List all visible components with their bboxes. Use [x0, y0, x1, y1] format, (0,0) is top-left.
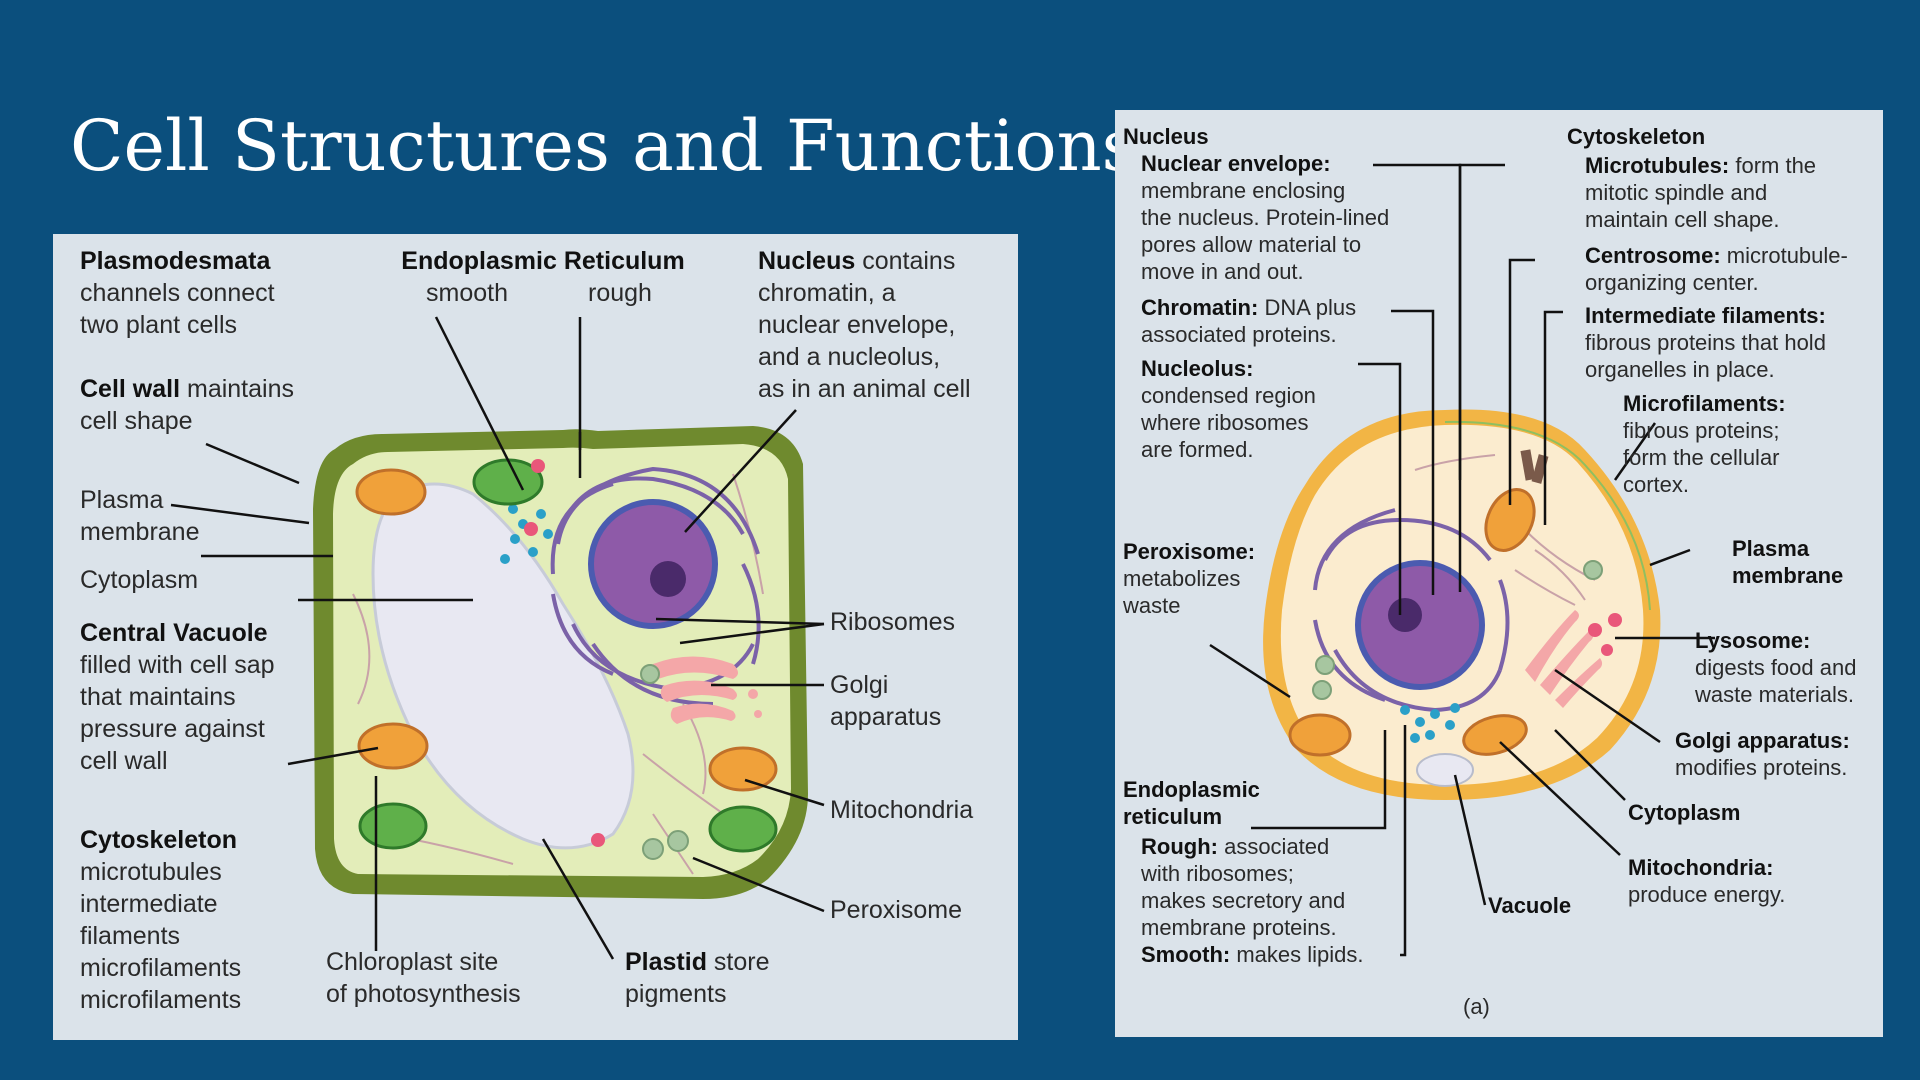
- er-label: Endoplasmic Reticulum: [401, 247, 685, 275]
- plant-peroxisome-label: Peroxisome: [830, 896, 962, 924]
- animal-nucleolus: [1388, 598, 1422, 632]
- chloroplast-label: Chloroplast site of photosynthesis: [326, 948, 521, 1008]
- er-smooth-label: smooth: [426, 279, 508, 307]
- animal-cytoskeleton-heading: Cytoskeleton: [1567, 124, 1706, 149]
- plant-plastids: [524, 459, 605, 847]
- plasmodesmata-label: Plasmodesmata channels connect two plant…: [80, 247, 275, 339]
- animal-cell-panel: Nucleus Nuclear envelope: membrane enclo…: [1115, 110, 1883, 1037]
- cell-wall-label: Cell wall maintains cell shape: [80, 375, 294, 435]
- er-rough-label: rough: [588, 279, 652, 307]
- animal-smooth-er: [1400, 703, 1460, 743]
- plant-golgi-label: Golgi apparatus: [830, 671, 942, 731]
- plant-cell-panel: Plasmodesmata channels connect two plant…: [53, 234, 1018, 1040]
- slide-title: Cell Structures and Functions: [70, 105, 1138, 187]
- animal-golgi-label: Golgi apparatus: modifies proteins.: [1675, 728, 1850, 780]
- animal-vacuole: [1416, 753, 1474, 787]
- central-vacuole-label: Central Vacuole filled with cell sap tha…: [80, 619, 275, 775]
- animal-peroxisome-label: Peroxisome: metabolizes waste: [1123, 539, 1256, 618]
- plant-nucleolus: [650, 561, 686, 597]
- plastid-label: Plastid store pigments: [625, 948, 770, 1008]
- animal-nucleus: [1355, 560, 1485, 690]
- central-vacuole: [371, 482, 635, 850]
- chromatin-label: Chromatin: DNA plus associated proteins.: [1141, 295, 1357, 347]
- figure-caption: (a): [1463, 994, 1490, 1019]
- plant-ribosomes-label: Ribosomes: [830, 608, 956, 636]
- animal-mitochondria-label: Mitochondria: produce energy.: [1628, 855, 1786, 907]
- microtubules-label: Microtubules: form the mitotic spindle a…: [1585, 153, 1817, 232]
- plant-cell-diagram: [170, 316, 825, 960]
- animal-peroxisomes: [1312, 560, 1603, 700]
- nuclear-envelope-label: Nuclear envelope: membrane enclosing the…: [1141, 151, 1390, 284]
- nucleolus-label: Nucleolus: condensed region where riboso…: [1141, 356, 1316, 462]
- animal-cortex: [1444, 420, 1651, 611]
- plant-cytoskeleton-label: Cytoskeleton microtubules intermediate f…: [80, 826, 242, 1014]
- animal-leader-lines: [1209, 163, 1715, 957]
- microfilaments-label: Microfilaments: fibrous proteins; form t…: [1623, 391, 1786, 497]
- intermediate-filaments-label: Intermediate filaments: fibrous proteins…: [1585, 303, 1826, 382]
- plant-nucleus-label: Nucleus contains chromatin, a nuclear en…: [758, 247, 971, 403]
- lysosome-label: Lysosome: digests food and waste materia…: [1695, 628, 1857, 707]
- plant-mitochondria-label: Mitochondria: [830, 796, 974, 824]
- centrosome-label: Centrosome: microtubule- organizing cent…: [1585, 243, 1848, 295]
- rough-er-label: Rough: associated with ribosomes; makes …: [1141, 834, 1346, 940]
- animal-plasma-membrane-label: Plasma membrane: [1732, 536, 1844, 588]
- plant-leader-lines: [170, 316, 825, 960]
- animal-er-label: Endoplasmic reticulum: [1123, 777, 1260, 829]
- animal-nucleus-heading: Nucleus: [1123, 124, 1209, 149]
- animal-cell-diagram: [1209, 163, 1715, 957]
- animal-vacuole-label: Vacuole: [1488, 893, 1572, 918]
- plant-cytoplasm-label: Cytoplasm: [80, 566, 199, 594]
- animal-lysosomes: [1588, 613, 1622, 656]
- plant-mitochondria: [355, 468, 778, 792]
- smooth-er-label: Smooth: makes lipids.: [1141, 942, 1364, 967]
- animal-golgi: [1525, 610, 1603, 708]
- plant-nucleus: [588, 499, 718, 629]
- animal-cytoplasm-label: Cytoplasm: [1628, 800, 1741, 825]
- plant-plasma-membrane-label: Plasma membrane: [80, 486, 200, 546]
- plant-rough-er: [550, 466, 761, 706]
- plant-peroxisomes: [640, 664, 689, 860]
- animal-mitochondria: [1288, 488, 1536, 757]
